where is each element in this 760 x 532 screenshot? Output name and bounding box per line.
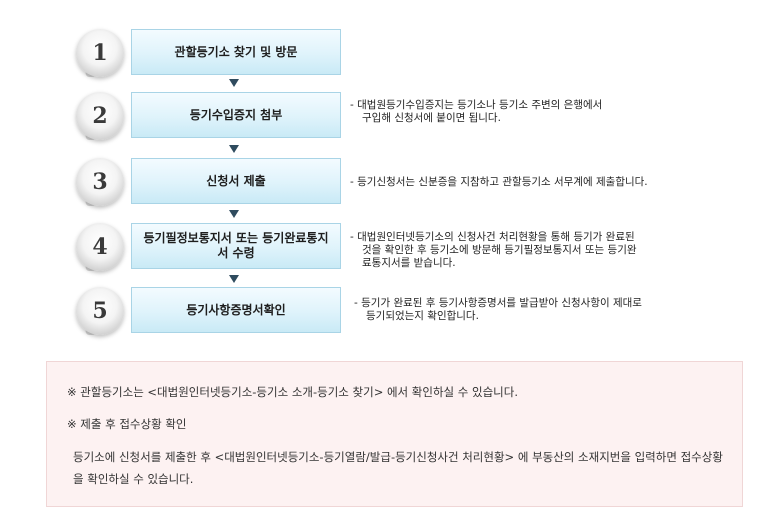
note-line-status-check: ※ 제출 후 접수상황 확인 — [67, 417, 187, 431]
step-number: 4 — [92, 234, 108, 260]
note-body-text: 등기소에 신청서를 제출한 후 <대법원인터넷등기소-등기열람/발급-등기신청사… — [73, 450, 723, 486]
step-1: 1 관할등기소 찾기 및 방문 — [0, 25, 760, 85]
step-number-badge: 2 — [76, 92, 124, 140]
notes-panel: ※ 관할등기소는 <대법원인터넷등기소-등기소 소개-등기소 찾기> 에서 확인… — [46, 361, 743, 507]
step-number: 1 — [92, 40, 108, 66]
down-arrow-icon — [229, 79, 239, 87]
step-number-badge: 1 — [76, 29, 124, 77]
description-line: 등기되었는지 확인합니다. — [366, 310, 479, 322]
description-line: 것을 확인한 후 등기소에 방문해 등기필정보통지서 또는 등기완 — [362, 244, 637, 256]
step-description: - 등기가 완료된 후 등기사항증명서를 발급받아 신청사항이 제대로 등기되었… — [354, 297, 734, 323]
step-3: 3 신청서 제출 - 등기신청서는 신분증을 지참하고 관할등기소 서무계에 제… — [0, 157, 760, 217]
description-line: - 등기신청서는 신분증을 지참하고 관할등기소 서무계에 제출합니다. — [350, 176, 648, 188]
step-description: - 등기신청서는 신분증을 지참하고 관할등기소 서무계에 제출합니다. — [350, 176, 730, 189]
step-description: - 대법원등기수입증지는 등기소나 등기소 주변의 은행에서 구입해 신청서에 … — [350, 99, 730, 125]
note-line-registry-search: ※ 관할등기소는 <대법원인터넷등기소-등기소 소개-등기소 찾기> 에서 확인… — [67, 385, 518, 399]
description-line: - 대법원인터넷등기소의 신청사건 처리현황을 통해 등기가 완료된 — [350, 231, 635, 243]
step-4: 4 등기필정보통지서 또는 등기완료통지서 수령 - 대법원인터넷등기소의 신청… — [0, 222, 760, 282]
step-number-badge: 4 — [76, 223, 124, 271]
step-number: 2 — [92, 103, 108, 129]
step-title-box: 등기필정보통지서 또는 등기완료통지서 수령 — [131, 223, 341, 269]
step-number: 3 — [92, 169, 108, 195]
step-5: 5 등기사항증명서확인 - 등기가 완료된 후 등기사항증명서를 발급받아 신청… — [0, 286, 760, 346]
down-arrow-icon — [229, 210, 239, 218]
description-line: 구입해 신청서에 붙이면 됩니다. — [362, 112, 501, 124]
down-arrow-icon — [229, 275, 239, 283]
down-arrow-icon — [229, 145, 239, 153]
step-title-box: 등기사항증명서확인 — [131, 287, 341, 333]
step-title-box: 신청서 제출 — [131, 158, 341, 204]
description-line: - 등기가 완료된 후 등기사항증명서를 발급받아 신청사항이 제대로 — [354, 297, 642, 309]
step-description: - 대법원인터넷등기소의 신청사건 처리현황을 통해 등기가 완료된 것을 확인… — [350, 231, 730, 270]
step-title-box: 관할등기소 찾기 및 방문 — [131, 29, 341, 75]
step-title-box: 등기수입증지 첨부 — [131, 92, 341, 138]
description-line: 료통지서를 받습니다. — [362, 257, 456, 269]
step-number-badge: 3 — [76, 158, 124, 206]
step-number: 5 — [92, 298, 108, 324]
description-line: - 대법원등기수입증지는 등기소나 등기소 주변의 은행에서 — [350, 99, 603, 111]
step-2: 2 등기수입증지 첨부 - 대법원등기수입증지는 등기소나 등기소 주변의 은행… — [0, 90, 760, 150]
step-number-badge: 5 — [76, 287, 124, 335]
